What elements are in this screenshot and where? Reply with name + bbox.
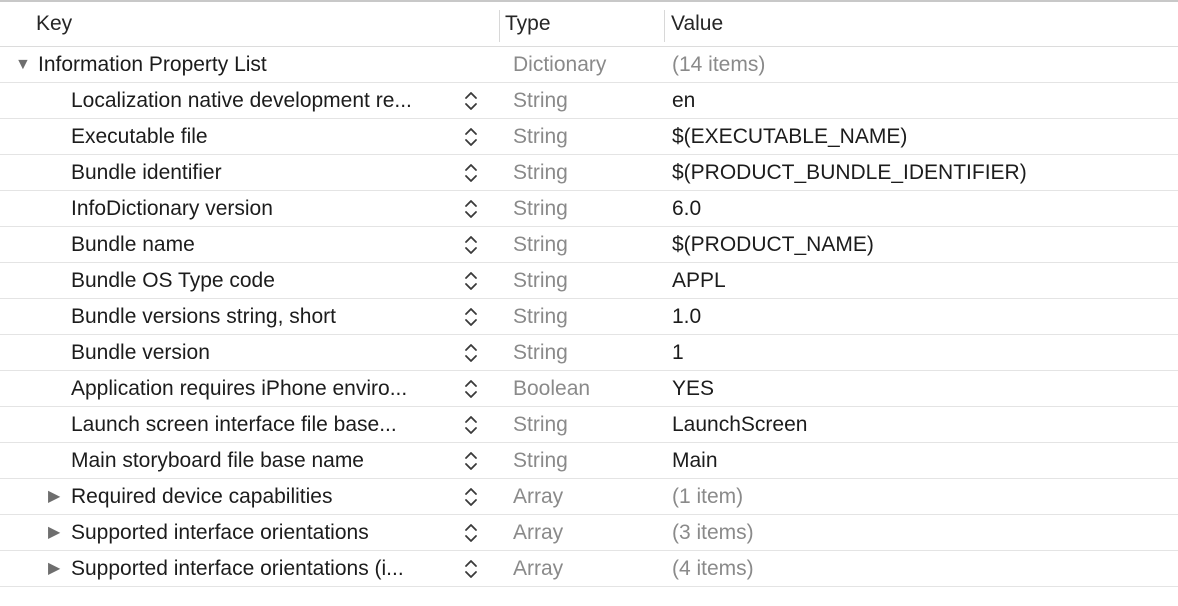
row-value[interactable]: (3 items) (672, 521, 754, 544)
row-value[interactable]: Main (672, 449, 718, 472)
column-divider[interactable] (664, 10, 665, 42)
row-key[interactable]: Required device capabilities (71, 485, 333, 508)
up-down-stepper-icon[interactable] (462, 342, 480, 364)
up-down-stepper-icon[interactable] (462, 378, 480, 400)
row-type[interactable]: String (513, 413, 568, 436)
row-value[interactable]: 6.0 (672, 197, 702, 220)
row-type[interactable]: Boolean (513, 377, 591, 400)
row-value[interactable]: LaunchScreen (672, 413, 808, 436)
row-value: (14 items) (672, 53, 766, 76)
row-type[interactable]: String (513, 269, 568, 292)
row-type[interactable]: Array (513, 521, 564, 544)
property-row[interactable]: Launch screen interface file base... Stri… (0, 407, 1178, 443)
row-value[interactable]: YES (672, 377, 715, 400)
up-down-stepper-icon[interactable] (462, 486, 480, 508)
row-value[interactable]: (4 items) (672, 557, 754, 580)
row-type[interactable]: String (513, 341, 568, 364)
disclosure-triangle-right-icon[interactable]: ▶ (48, 524, 61, 541)
up-down-stepper-icon[interactable] (462, 162, 480, 184)
row-type[interactable]: String (513, 305, 568, 328)
column-divider[interactable] (499, 10, 500, 42)
property-row[interactable]: Bundle identifier String $(PRODUCT_BUNDLE_… (0, 155, 1178, 191)
property-row[interactable]: Executable file String $(EXECUTABLE_NAME) (0, 119, 1178, 155)
row-value[interactable]: en (672, 89, 696, 112)
up-down-stepper-icon[interactable] (462, 450, 480, 472)
row-key[interactable]: Bundle versions string, short (71, 305, 336, 328)
row-value[interactable]: $(PRODUCT_NAME) (672, 233, 874, 256)
disclosure-triangle-down-icon[interactable]: ▼ (15, 56, 31, 73)
row-value[interactable]: APPL (672, 269, 726, 292)
up-down-stepper-icon[interactable] (462, 270, 480, 292)
property-row[interactable]: Bundle name String $(PRODUCT_NAME) (0, 227, 1178, 263)
row-type[interactable]: String (513, 161, 568, 184)
row-key[interactable]: Bundle identifier (71, 161, 222, 184)
property-row[interactable]: ▶ Supported interface orientations Array (3… (0, 515, 1178, 551)
row-value[interactable]: (1 item) (672, 485, 744, 508)
row-value[interactable]: 1.0 (672, 305, 702, 328)
property-row[interactable]: Application requires iPhone enviro... Boo… (0, 371, 1178, 407)
row-type[interactable]: String (513, 197, 568, 220)
row-key[interactable]: Application requires iPhone enviro... (71, 377, 408, 400)
row-type[interactable]: String (513, 89, 568, 112)
row-key[interactable]: Bundle OS Type code (71, 269, 275, 292)
disclosure-triangle-right-icon[interactable]: ▶ (48, 488, 61, 505)
up-down-stepper-icon[interactable] (462, 414, 480, 436)
property-row[interactable]: Main storyboard file base name String Main (0, 443, 1178, 479)
up-down-stepper-icon[interactable] (462, 522, 480, 544)
property-row[interactable]: Bundle version String 1 (0, 335, 1178, 371)
row-key[interactable]: Main storyboard file base name (71, 449, 364, 472)
property-row[interactable]: Localization native development re... Str… (0, 83, 1178, 119)
column-header-value[interactable]: Value (671, 12, 724, 35)
column-header: Key Type Value (0, 2, 1178, 47)
up-down-stepper-icon[interactable] (462, 126, 480, 148)
up-down-stepper-icon[interactable] (462, 198, 480, 220)
row-type[interactable]: String (513, 125, 568, 148)
property-row[interactable]: Bundle versions string, short String 1.0 (0, 299, 1178, 335)
row-key[interactable]: Bundle version (71, 341, 210, 364)
root-row[interactable]: ▼ Information Property List Dictionary (… (0, 47, 1178, 83)
top-border (0, 0, 1178, 2)
row-type[interactable]: Array (513, 485, 564, 508)
row-value[interactable]: 1 (672, 341, 684, 364)
row-type: Dictionary (513, 53, 607, 76)
row-type[interactable]: String (513, 449, 568, 472)
row-key[interactable]: InfoDictionary version (71, 197, 273, 220)
property-row[interactable]: InfoDictionary version String 6.0 (0, 191, 1178, 227)
property-row[interactable]: Bundle OS Type code String APPL (0, 263, 1178, 299)
row-type[interactable]: String (513, 233, 568, 256)
row-key[interactable]: Launch screen interface file base... (71, 413, 397, 436)
row-key[interactable]: Bundle name (71, 233, 195, 256)
row-key[interactable]: Supported interface orientations (i... (71, 557, 404, 580)
property-rows: ▼ Information Property List Dictionary (… (0, 47, 1178, 587)
row-key[interactable]: Executable file (71, 125, 208, 148)
up-down-stepper-icon[interactable] (462, 234, 480, 256)
row-type[interactable]: Array (513, 557, 564, 580)
property-row[interactable]: ▶ Required device capabilities Array (1 ite… (0, 479, 1178, 515)
row-key[interactable]: Supported interface orientations (71, 521, 369, 544)
row-key[interactable]: Localization native development re... (71, 89, 412, 112)
column-header-type[interactable]: Type (505, 12, 551, 35)
row-value[interactable]: $(PRODUCT_BUNDLE_IDENTIFIER) (672, 161, 1027, 184)
up-down-stepper-icon[interactable] (462, 90, 480, 112)
disclosure-triangle-right-icon[interactable]: ▶ (48, 560, 61, 577)
up-down-stepper-icon[interactable] (462, 558, 480, 580)
column-header-key[interactable]: Key (36, 12, 73, 35)
row-key: Information Property List (38, 53, 267, 76)
up-down-stepper-icon[interactable] (462, 306, 480, 328)
row-value[interactable]: $(EXECUTABLE_NAME) (672, 125, 908, 148)
property-row[interactable]: ▶ Supported interface orientations (i... A… (0, 551, 1178, 587)
